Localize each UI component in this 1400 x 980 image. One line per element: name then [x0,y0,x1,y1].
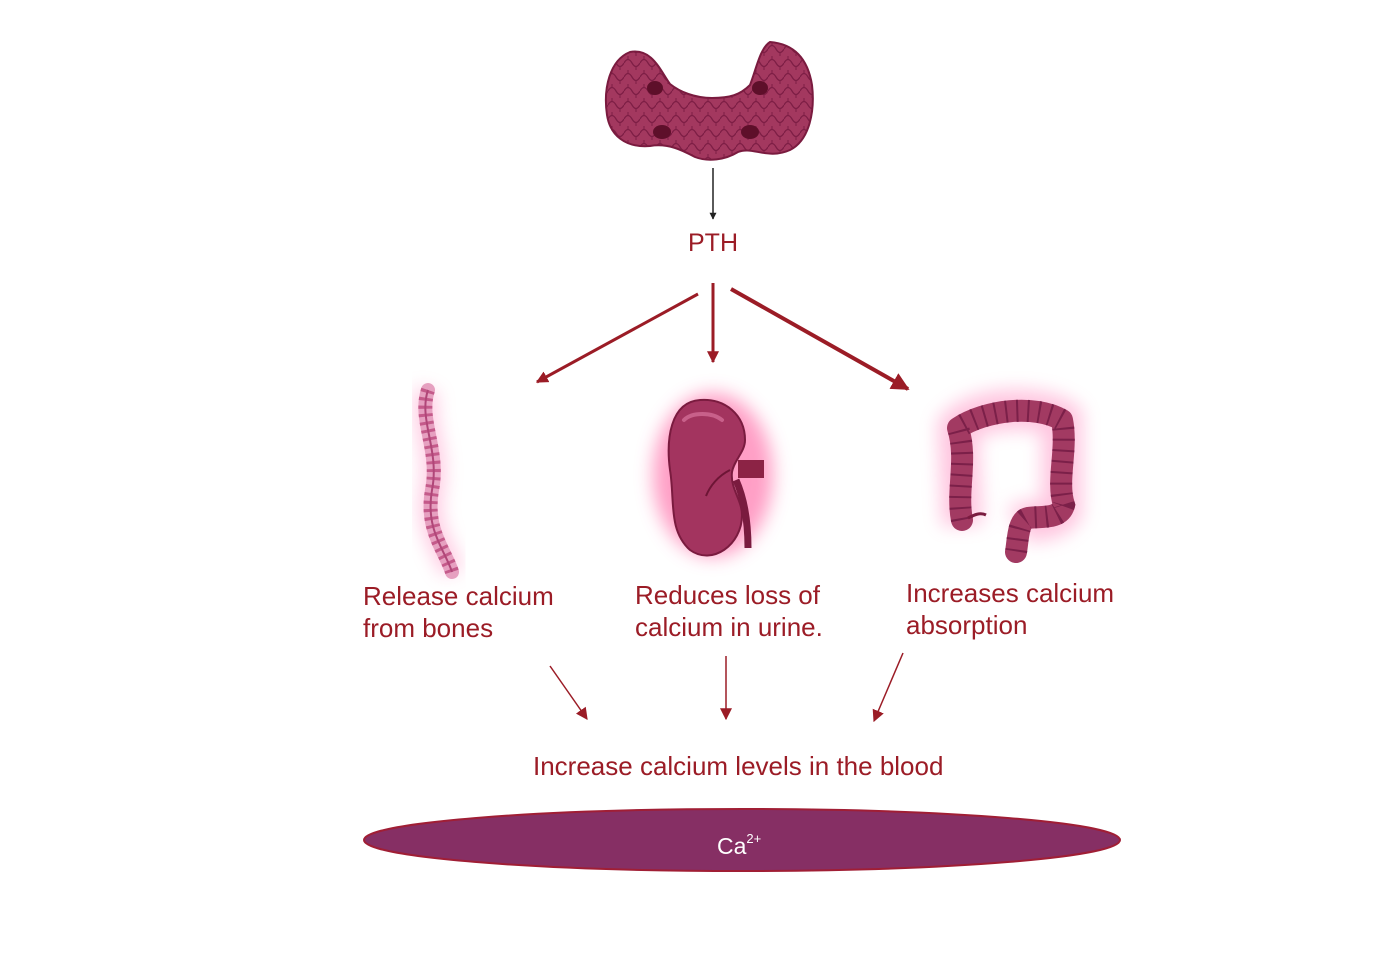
intestine-effect-line-2: absorption [906,610,1028,640]
ion-charge: 2+ [746,831,762,846]
intestine-effect-label: Increases calcium absorption [906,577,1114,641]
arrow-pth-to-colon [730,287,910,391]
bone-effect-label: Release calcium from bones [363,580,554,644]
bone-effect-line-1: Release calcium [363,581,554,611]
ion-symbol: Ca [717,833,747,859]
kidney-effect-line-2: calcium in urine. [635,612,823,642]
arrow-bone-to-result [549,665,588,720]
kidney-effect-label: Reduces loss of calcium in urine. [635,579,823,643]
result-label: Increase calcium levels in the blood [533,751,944,781]
kidney-icon [653,393,773,557]
colon-icon [937,389,1082,563]
blood-calcium-ellipse [363,808,1121,872]
kidney-effect-line-1: Reduces loss of [635,580,820,610]
thyroid-gland-icon [604,40,814,161]
intestine-effect-line-1: Increases calcium [906,578,1115,608]
bone-effect-line-2: from bones [363,613,494,643]
arrow-pth-to-bone [535,292,699,384]
spine-icon [414,383,463,579]
calcium-ion-label: Ca2+ [717,824,761,861]
pth-label: PTH [688,229,738,257]
arrow-colon-to-result [872,652,904,723]
